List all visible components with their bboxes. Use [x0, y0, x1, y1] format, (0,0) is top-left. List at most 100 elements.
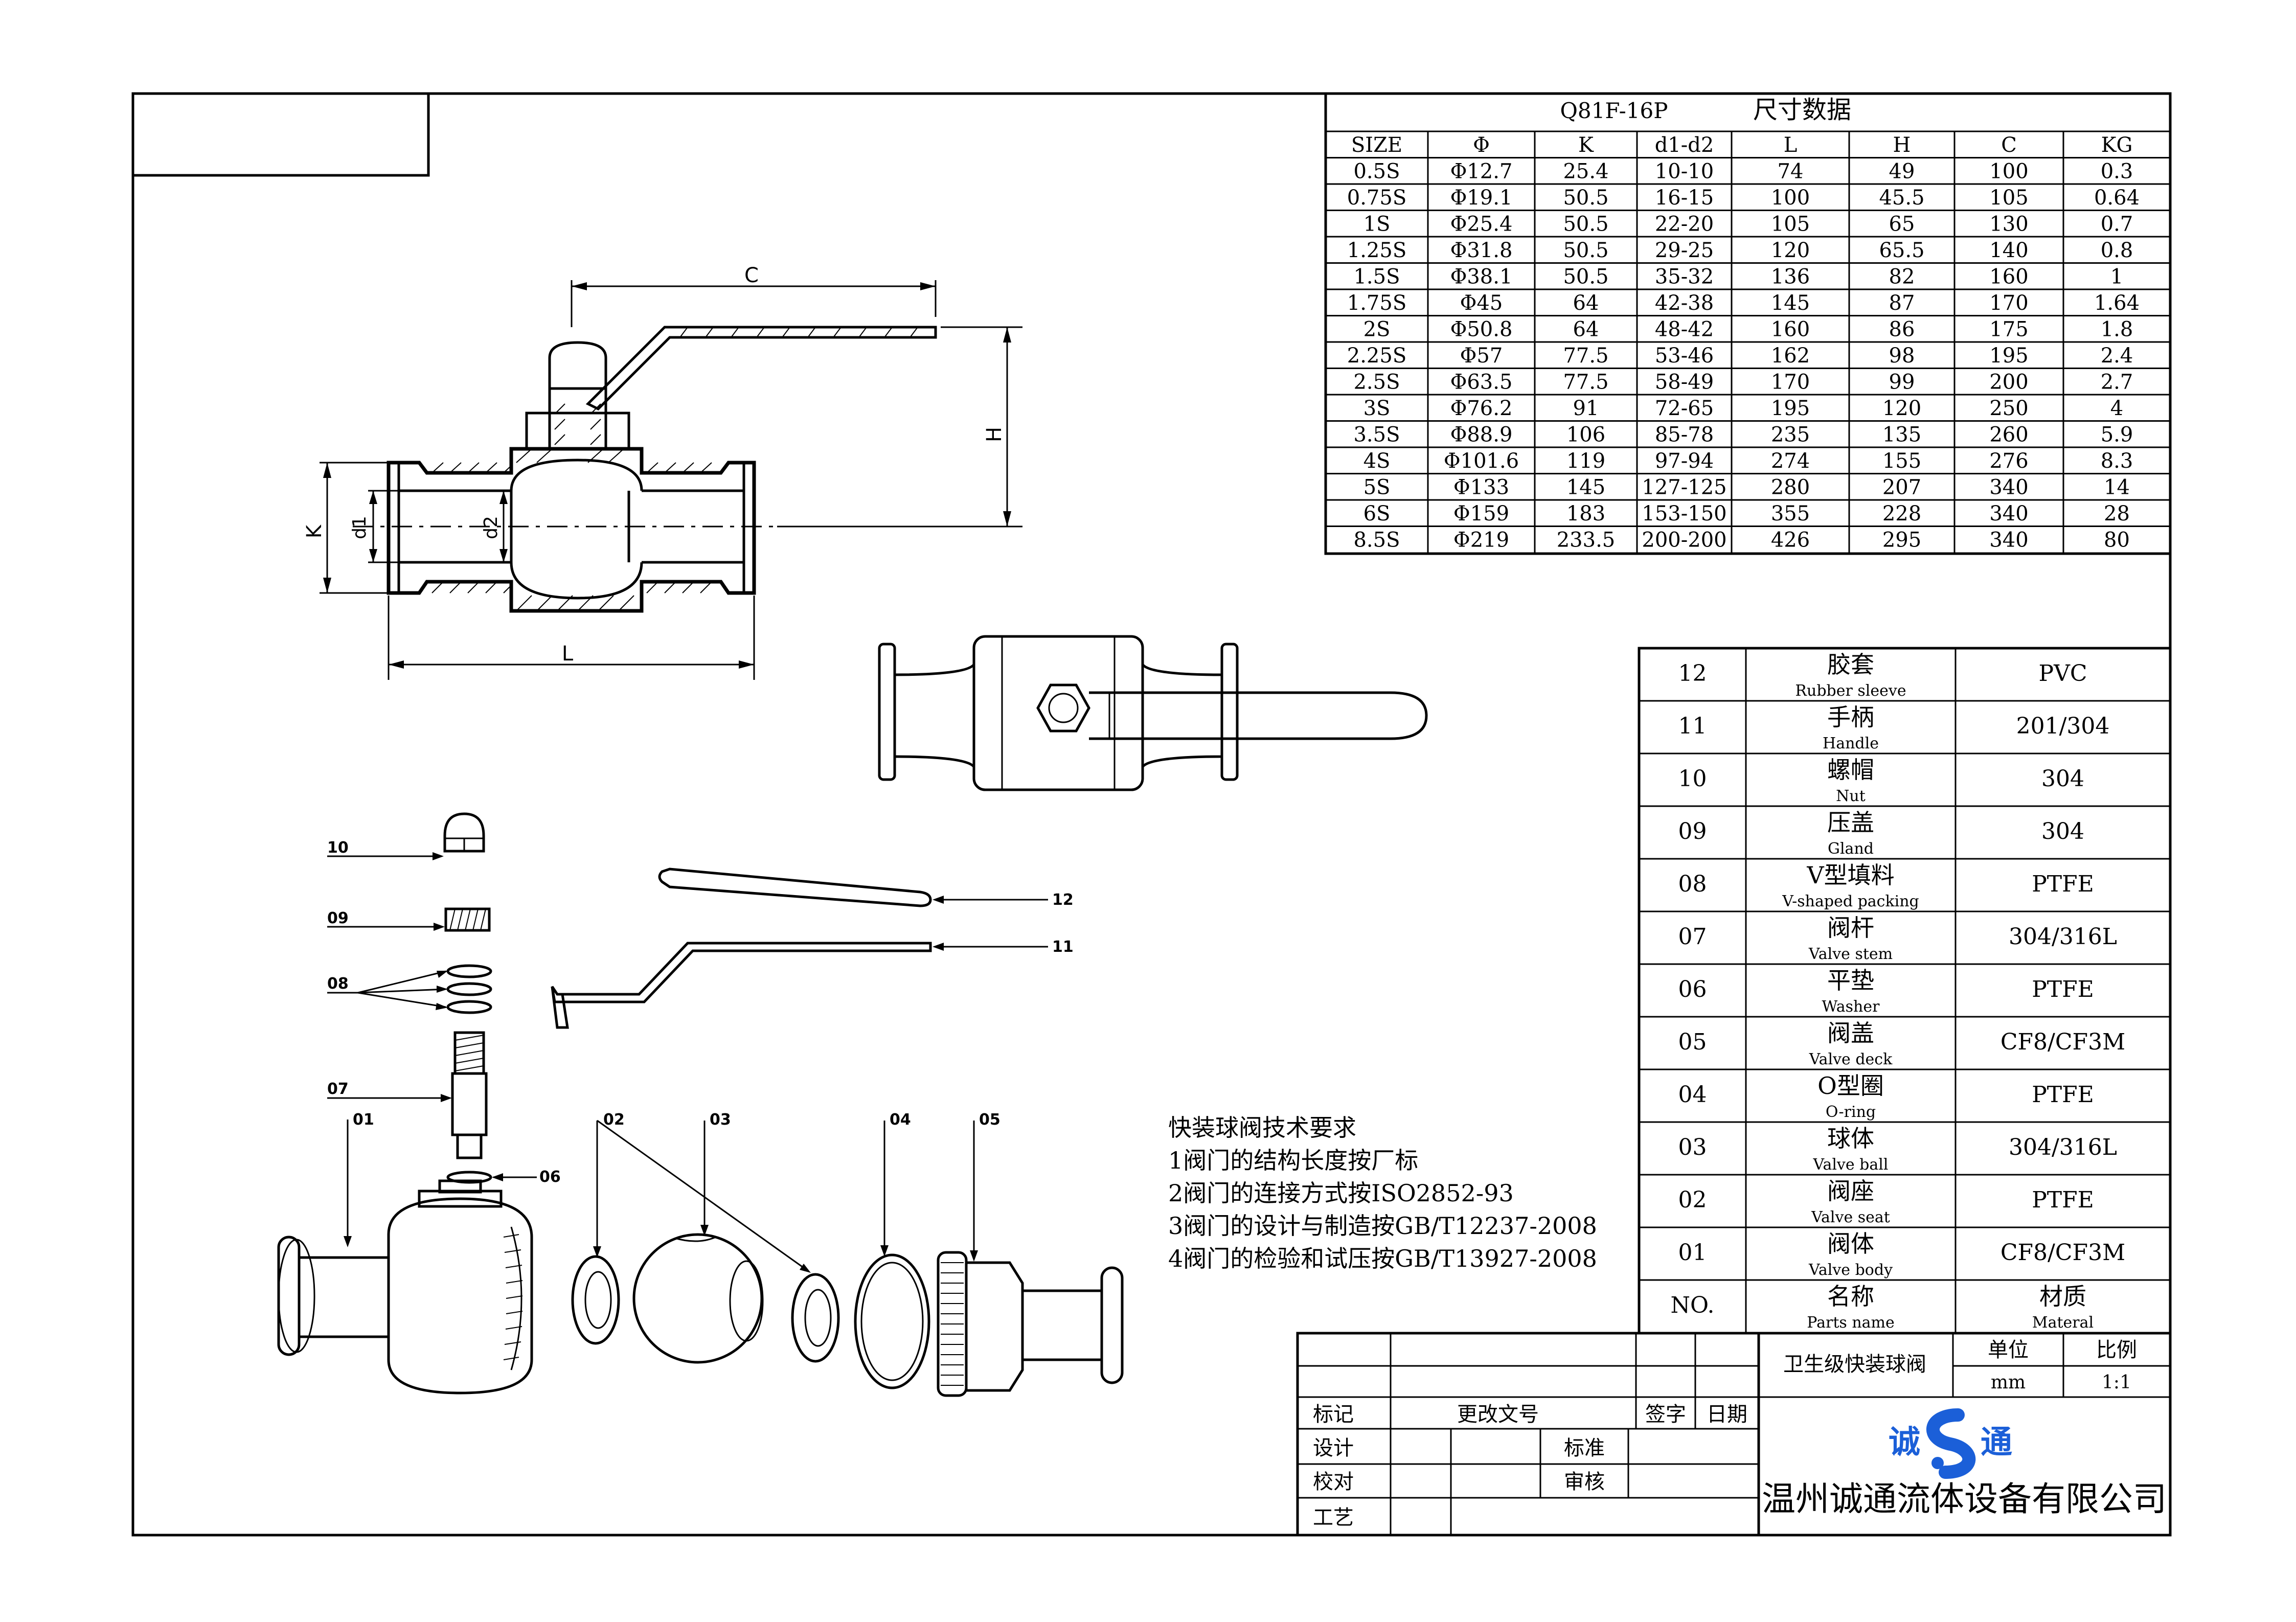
- part-name-cn: 阀杆: [1827, 914, 1874, 942]
- size-table-cell: 195: [1989, 344, 2028, 368]
- req-line-1: 1阀门的结构长度按厂标: [1168, 1147, 1418, 1174]
- part-name-cn: 阀座: [1827, 1177, 1874, 1205]
- size-table-cell: 53-46: [1655, 344, 1714, 368]
- dim-c-label: C: [744, 264, 759, 287]
- size-table-cell: 250: [1989, 397, 2028, 420]
- size-header-cell: d1-d2: [1655, 133, 1714, 157]
- parts-header-material-en: Materal: [2032, 1314, 2094, 1332]
- size-table-cell: Φ45: [1460, 291, 1503, 315]
- size-table-cell: 77.5: [1563, 344, 1608, 368]
- part-name-en: Valve ball: [1813, 1156, 1889, 1174]
- part-name-cn: 球体: [1827, 1125, 1874, 1152]
- size-table-cell: 49: [1889, 160, 1915, 184]
- size-table-cell: 130: [1989, 213, 2028, 236]
- size-table-cell: 50.5: [1563, 186, 1608, 210]
- size-table-cell: 260: [1989, 423, 2028, 447]
- part-name-cn: 平垫: [1827, 967, 1874, 994]
- size-header-cell: C: [2001, 133, 2017, 157]
- part-material: CF8/CF3M: [2001, 1029, 2125, 1055]
- balloon-09: 09: [327, 909, 349, 927]
- size-table-cell: Φ101.6: [1444, 449, 1519, 473]
- balloon-04: 04: [890, 1111, 911, 1129]
- parts-header-name-en: Parts name: [1807, 1314, 1894, 1332]
- part-number: 04: [1678, 1082, 1707, 1108]
- size-table-cell: 0.64: [2094, 186, 2140, 210]
- size-table-cell: 160: [1771, 318, 1810, 341]
- size-table-cell: Φ25.4: [1450, 213, 1513, 236]
- part-name-en: Rubber sleeve: [1795, 682, 1906, 700]
- size-table-cell: 228: [1882, 502, 1921, 526]
- size-table-cell: Φ219: [1453, 529, 1509, 552]
- size-header-cell: KG: [2101, 133, 2133, 157]
- part-name-cn: 螺帽: [1827, 756, 1874, 784]
- size-table-cell: 4S: [1363, 449, 1391, 473]
- tb-scale-value: 1:1: [2102, 1372, 2131, 1393]
- size-table-cell: 105: [1771, 213, 1810, 236]
- size-table-cell: 105: [1989, 186, 2028, 210]
- req-line-2: 2阀门的连接方式按ISO2852-93: [1168, 1179, 1514, 1207]
- valve-section-view: C H K d1 d2 L: [303, 264, 1022, 680]
- balloon-11: 11: [1052, 938, 1074, 956]
- size-table-cell: 1S: [1363, 213, 1391, 236]
- part-name-en: O-ring: [1826, 1103, 1876, 1121]
- size-table-cell: 29-25: [1655, 239, 1714, 262]
- size-table-cell: 2.4: [2101, 344, 2133, 368]
- size-table-cell: Φ76.2: [1450, 397, 1513, 420]
- part-name-cn: O型圈: [1817, 1072, 1884, 1100]
- size-table-cell: 175: [1989, 318, 2028, 341]
- size-table-cell: 3.5S: [1353, 423, 1400, 447]
- tb-unit-value: mm: [1991, 1372, 2026, 1393]
- tb-product-name: 卫生级快装球阀: [1783, 1353, 1926, 1376]
- size-table-cell: 200: [1989, 371, 2028, 394]
- part-number: 11: [1678, 713, 1707, 739]
- size-table-cell: 50.5: [1563, 265, 1608, 289]
- size-table-cell: 2.5S: [1353, 371, 1400, 394]
- part-name-cn: 压盖: [1827, 809, 1874, 836]
- size-table-cell: Φ38.1: [1450, 265, 1513, 289]
- part-name-cn: 手柄: [1827, 703, 1874, 731]
- part-material: PVC: [2038, 660, 2087, 687]
- technical-requirements: 快装球阀技术要求 1阀门的结构长度按厂标 2阀门的连接方式按ISO2852-93…: [1168, 1114, 1597, 1272]
- size-table-cell: 233.5: [1557, 529, 1616, 552]
- size-header-cell: SIZE: [1351, 133, 1402, 157]
- part-number: 07: [1678, 924, 1707, 950]
- part-number: 08: [1678, 871, 1707, 897]
- size-table-cell: 1.75S: [1347, 291, 1406, 315]
- size-table-cell: 340: [1989, 502, 2028, 526]
- balloon-06: 06: [539, 1168, 561, 1186]
- balloon-01: 01: [353, 1111, 374, 1129]
- size-table-cell: 1.25S: [1347, 239, 1406, 262]
- part-name-en: Valve deck: [1809, 1050, 1893, 1068]
- part-material: 304: [2041, 766, 2084, 792]
- part-name-en: Valve stem: [1808, 945, 1893, 963]
- size-table-cell: 8.3: [2101, 449, 2133, 473]
- size-table-cell: 160: [1989, 265, 2028, 289]
- part-name-cn: 阀体: [1827, 1230, 1874, 1258]
- size-table-cell: 153-150: [1642, 502, 1726, 526]
- size-table-cell: 64: [1573, 318, 1599, 341]
- part-number: 06: [1678, 976, 1707, 1002]
- size-table-cell: 65.5: [1879, 239, 1924, 262]
- dim-d2-label: d2: [481, 516, 502, 539]
- size-table-cell: 42-38: [1655, 291, 1714, 315]
- size-table-cell: 91: [1573, 397, 1599, 420]
- size-table-cell: 119: [1566, 449, 1605, 473]
- tb-design: 设计: [1313, 1436, 1354, 1460]
- size-table-cell: 2.7: [2101, 371, 2133, 394]
- size-header-cell: L: [1784, 133, 1798, 157]
- balloon-12: 12: [1052, 891, 1074, 909]
- size-table-cell: Φ57: [1460, 344, 1503, 368]
- size-table-cell: 35-32: [1655, 265, 1714, 289]
- part-name-en: Valve seat: [1811, 1208, 1890, 1226]
- part-material: 304/316L: [2009, 924, 2117, 950]
- size-table-cell: 1.8: [2101, 318, 2133, 341]
- req-line-3: 3阀门的设计与制造按GB/T12237-2008: [1168, 1212, 1597, 1240]
- balloon-08: 08: [327, 975, 349, 993]
- size-table-cell: 3S: [1363, 397, 1391, 420]
- title-block: 标记 更改文号 签字 日期 设计 标准 校对 审核 工艺 卫生级快装球阀 单位 …: [1296, 1332, 2172, 1537]
- part-material: 304/316L: [2009, 1134, 2117, 1160]
